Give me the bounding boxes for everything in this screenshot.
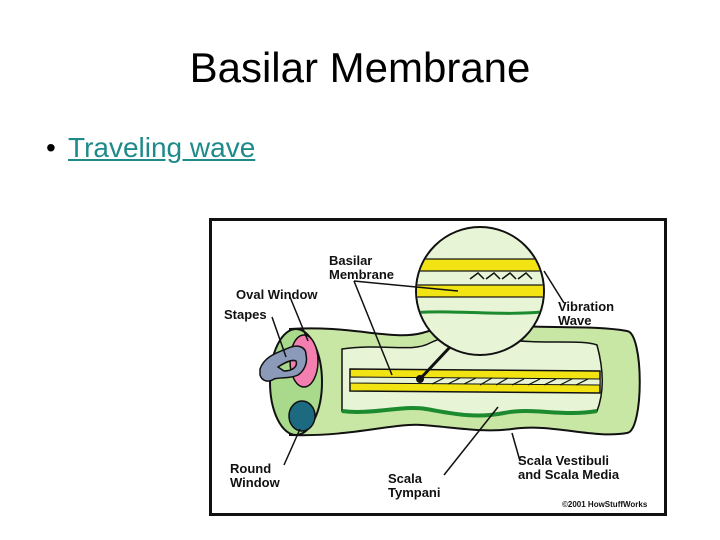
round-window-label-2: Window	[230, 475, 281, 490]
leader-lines	[271, 270, 565, 476]
basilar-membrane-label-2: Membrane	[329, 267, 394, 282]
vibration-wave-label-1: Vibration	[558, 299, 614, 314]
basilar-membrane-band	[349, 368, 601, 394]
round-window-label-1: Round	[230, 461, 271, 476]
traveling-wave-link[interactable]: Traveling wave	[68, 132, 256, 163]
round-window	[288, 400, 316, 432]
oval-window-label: Oval Window	[236, 287, 318, 302]
vibration-wave-label-2: Wave	[558, 313, 591, 328]
magnifier-pivot	[416, 375, 424, 383]
scala-vestibuli-label-1: Scala Vestibuli	[518, 453, 609, 468]
basilar-membrane-label-1: Basilar	[329, 253, 372, 268]
scala-tympani-label-2: Tympani	[388, 485, 441, 500]
copyright-notice: ©2001 HowStuffWorks	[562, 500, 648, 509]
magnifier-connector	[418, 345, 452, 381]
stapes-bone	[259, 345, 308, 382]
bullet-item: • Traveling wave	[46, 132, 255, 164]
slide-title: Basilar Membrane	[189, 44, 531, 91]
green-membrane-layer	[341, 406, 598, 418]
magnified-membrane	[417, 258, 543, 315]
stapes-label: Stapes	[224, 307, 267, 322]
cochlea-illustration: Basilar Membrane Oval Window Stapes Vibr…	[224, 226, 648, 509]
bullet-dot: •	[46, 132, 56, 163]
scala-vestibuli-label-2: and Scala Media	[518, 467, 620, 482]
cochlea-diagram: Basilar Membrane Oval Window Stapes Vibr…	[209, 218, 667, 516]
scala-tympani-label-1: Scala	[388, 471, 423, 486]
